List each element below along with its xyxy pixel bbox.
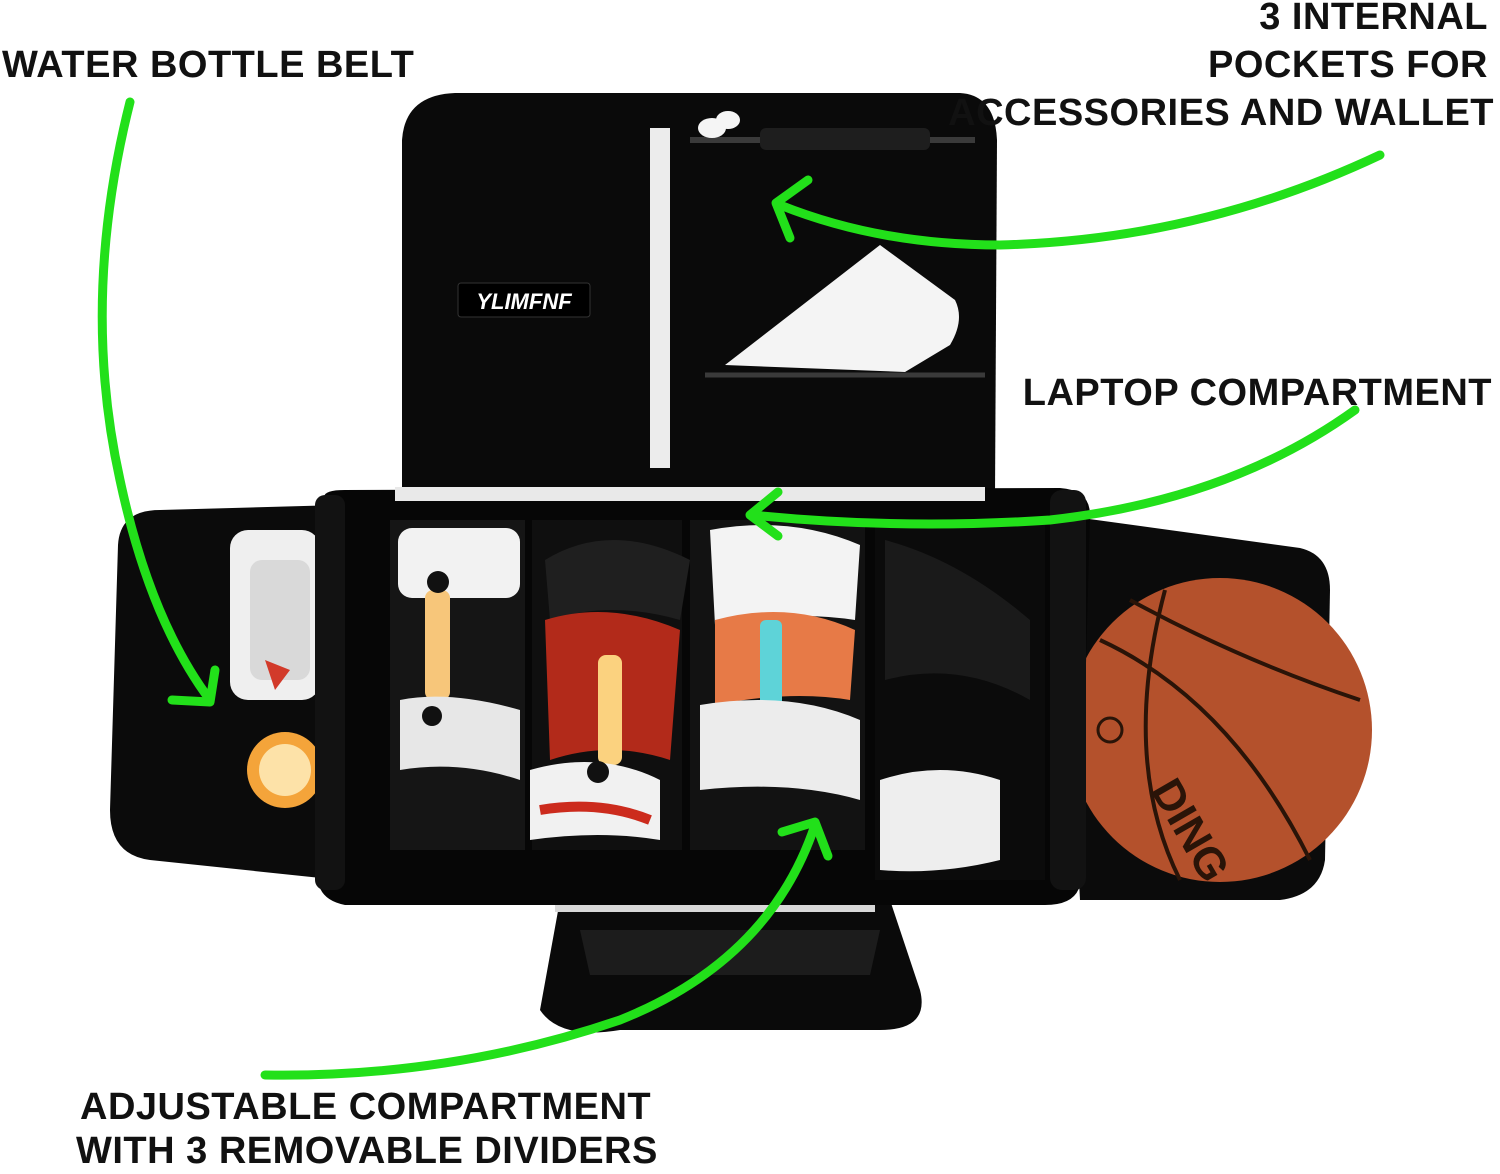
arrowhead-adjustable [777,817,833,861]
callout-adjustable-2: WITH 3 REMOVABLE DIVIDERS [76,1130,658,1172]
phone [725,245,959,372]
callout-laptop-compartment: LAPTOP COMPARTMENT [1022,372,1492,414]
arrowhead-laptop [745,487,783,541]
shoe-compartments [390,520,1045,880]
callout-adjustable-1: ADJUSTABLE COMPARTMENT [80,1086,652,1128]
callout-internal-pockets-3: ACCESSORIES AND WALLET [948,92,1494,134]
arrow-adjustable [260,820,820,1080]
arrow-water-bottle [97,97,215,705]
callout-water-bottle-belt: WATER BOTTLE BELT [2,44,415,86]
arrowhead-internal-pockets [771,175,813,243]
brand-tag [457,282,591,318]
arrow-internal-pockets [775,150,1385,250]
callout-internal-pockets-2: POCKETS FOR [1208,44,1488,86]
arrowhead-water-bottle [167,665,220,707]
arrow-laptop [747,405,1360,529]
brand-tag-text: YLIMFNF [476,289,572,314]
callout-internal-pockets-1: 3 INTERNAL [1259,0,1488,38]
bag-lid [402,93,997,495]
callout-arrows [97,97,1385,1080]
